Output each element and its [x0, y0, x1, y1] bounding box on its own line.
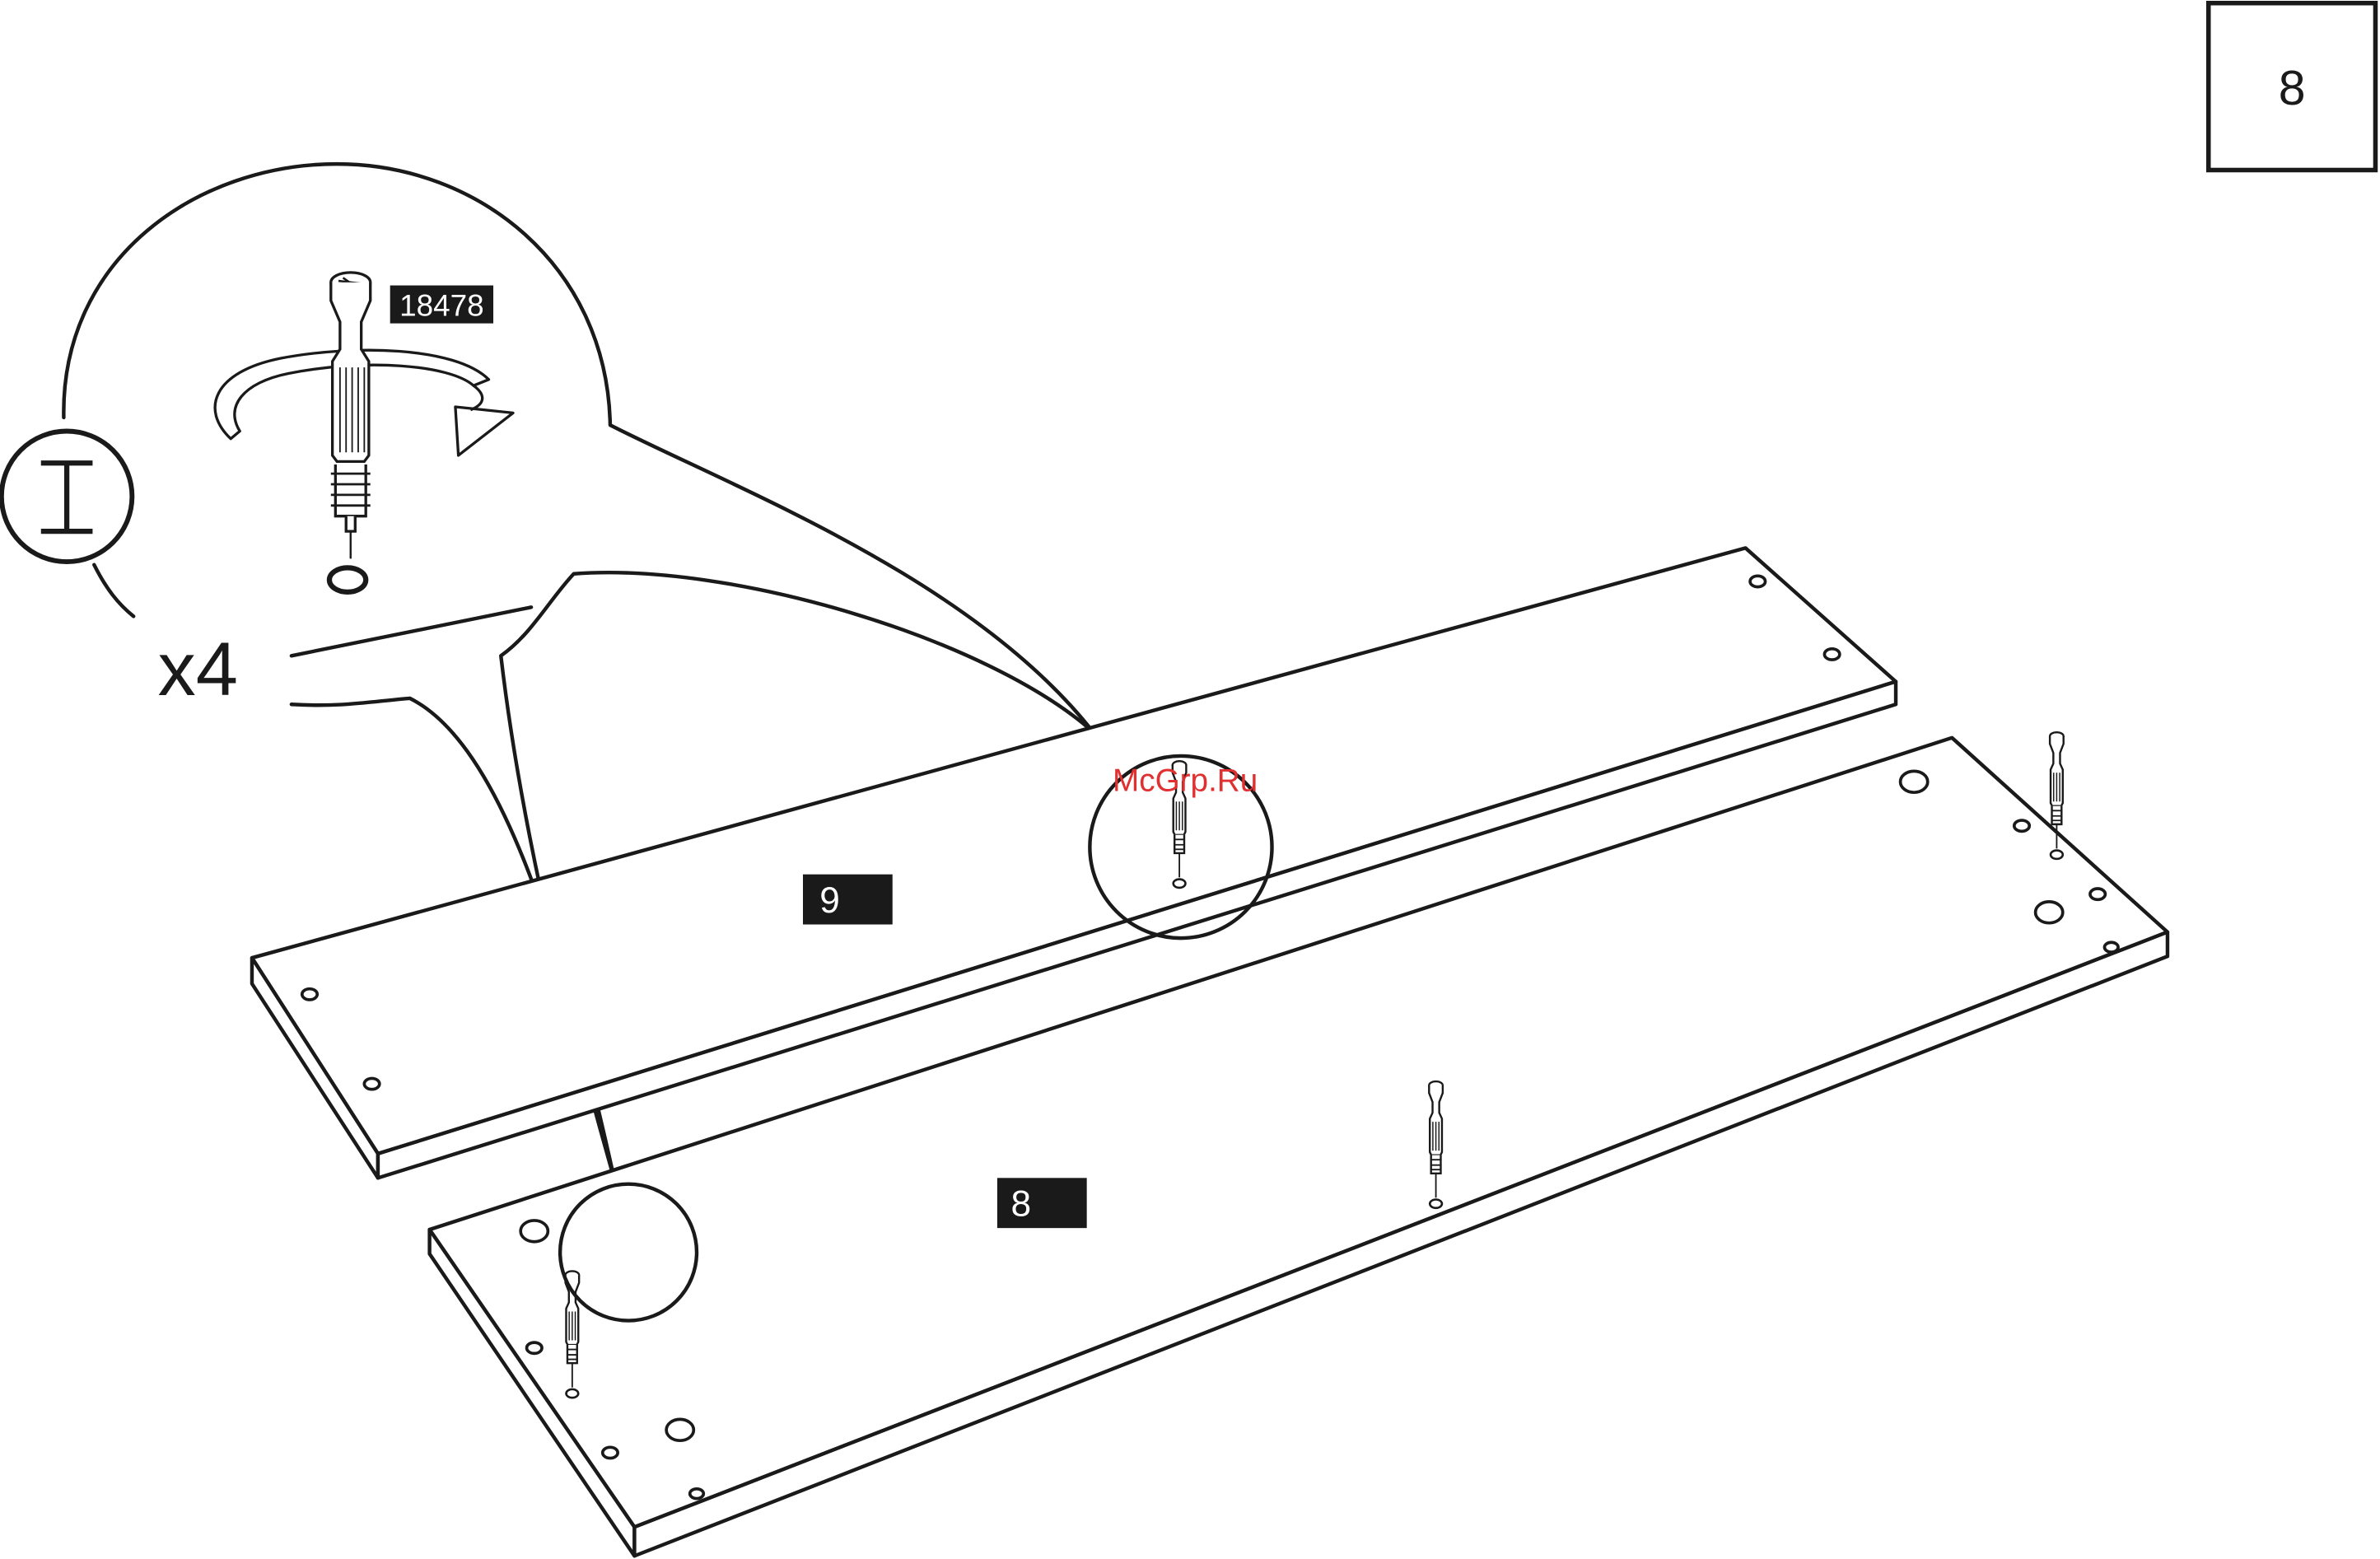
flat-screwdriver-icon — [2, 432, 133, 562]
step-number: 8 — [2279, 62, 2306, 115]
panel-label-8-text: 8 — [1011, 1183, 1032, 1224]
quantity-label: x4 — [158, 627, 238, 712]
panel-label-8: 8 — [997, 1178, 1087, 1228]
panel-label-9: 9 — [803, 875, 893, 925]
part-code-text: 18478 — [399, 288, 484, 322]
panel-label-9-text: 9 — [819, 880, 840, 921]
cam-bolt-large — [329, 273, 371, 592]
watermark-text: McGrp.Ru — [1113, 763, 1258, 798]
part-code-label: 18478 — [390, 286, 493, 324]
step-number-box: 8 — [2209, 3, 2376, 170]
